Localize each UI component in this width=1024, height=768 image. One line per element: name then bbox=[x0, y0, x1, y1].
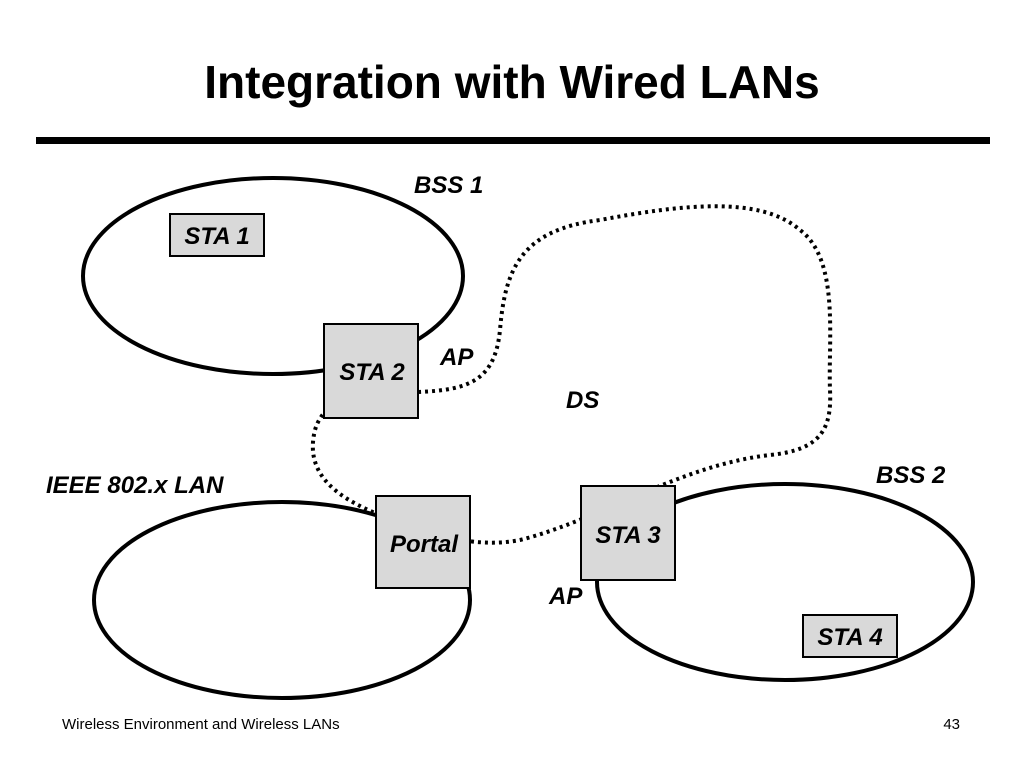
ds-dotted-loop bbox=[310, 204, 833, 545]
portal-label: Portal bbox=[390, 531, 459, 558]
sta2-box bbox=[323, 323, 419, 419]
sta2-label: STA 2 bbox=[339, 359, 405, 386]
ap1-label: AP bbox=[439, 344, 474, 371]
slide-title: Integration with Wired LANs bbox=[204, 56, 820, 108]
lan-label: IEEE 802.x LAN bbox=[46, 472, 224, 499]
title-rule bbox=[36, 137, 990, 144]
page-number: 43 bbox=[943, 716, 960, 733]
sta3-label: STA 3 bbox=[595, 522, 661, 549]
ds-label: DS bbox=[566, 387, 599, 414]
sta3-box bbox=[580, 485, 676, 581]
ap2-label: AP bbox=[548, 583, 583, 610]
sta1-label: STA 1 bbox=[184, 223, 249, 250]
sta4-label: STA 4 bbox=[817, 624, 882, 651]
footer-text: Wireless Environment and Wireless LANs bbox=[62, 716, 340, 733]
bss2-ellipse bbox=[595, 482, 975, 682]
sta4-box bbox=[802, 614, 898, 658]
sta1-box bbox=[169, 213, 265, 257]
bss1-ellipse bbox=[81, 176, 465, 376]
bss1-label: BSS 1 bbox=[414, 172, 483, 199]
lan-ellipse bbox=[92, 500, 472, 700]
bss2-label: BSS 2 bbox=[876, 462, 946, 489]
portal-box bbox=[375, 495, 471, 589]
